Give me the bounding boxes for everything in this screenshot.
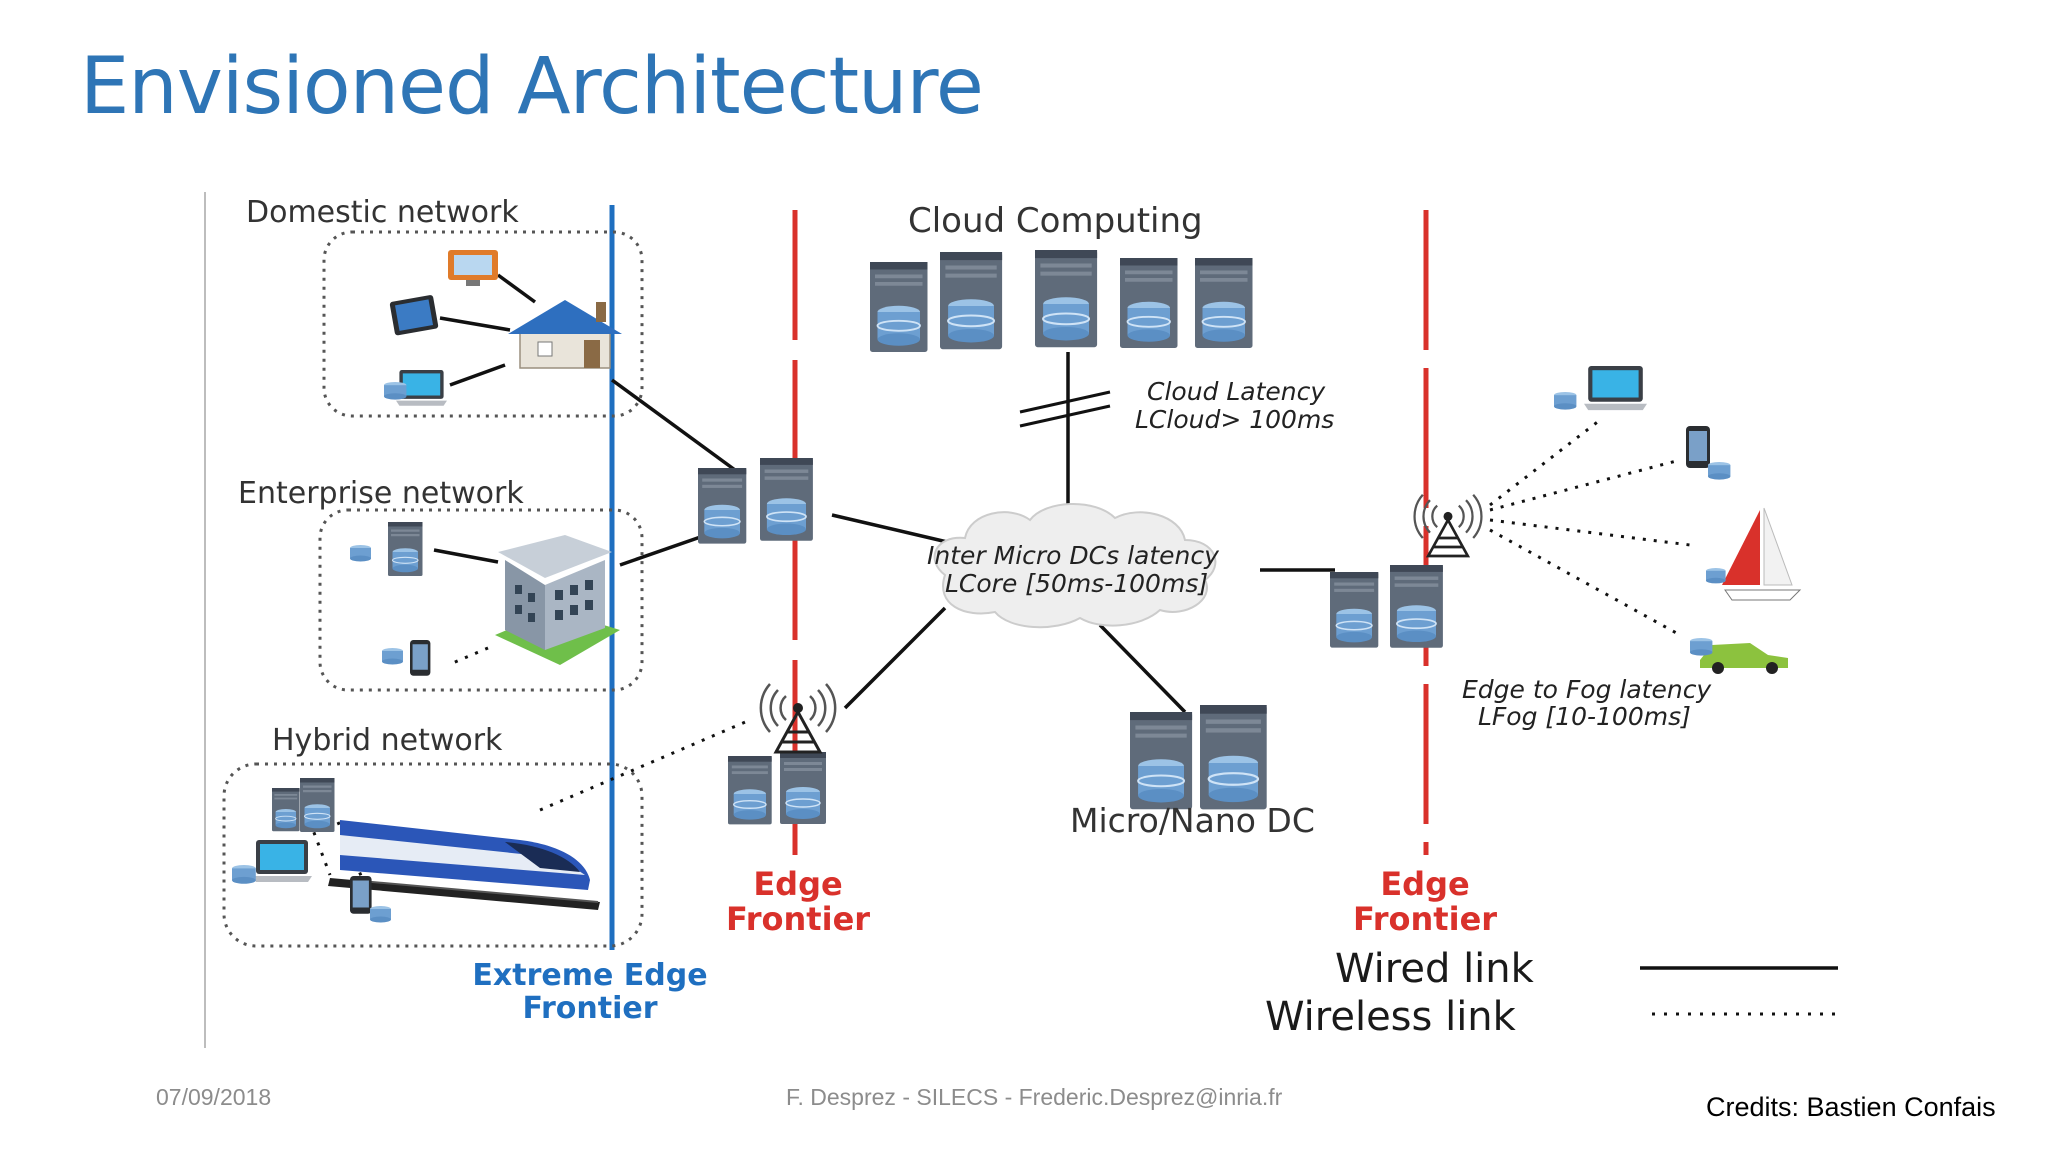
disk-icon xyxy=(1708,462,1731,480)
edge-frontier-left-line2: Frontier xyxy=(726,900,870,938)
car-icon xyxy=(1700,643,1788,674)
smartphone-icon xyxy=(350,876,372,914)
core-latency-line2: LCore [50ms-100ms] xyxy=(945,569,1208,598)
server-rack-icon xyxy=(271,777,336,833)
micro-nano-dc-label: Micro/Nano DC xyxy=(1070,801,1315,840)
legend-wired-label: Wired link xyxy=(1335,946,1535,992)
hybrid-network-label: Hybrid network xyxy=(272,723,503,758)
edge-fog-latency-line1: Edge to Fog latency xyxy=(1462,675,1712,704)
legend-wireless-label: Wireless link xyxy=(1265,994,1517,1040)
cloud-latency-line2: LCloud> 100ms xyxy=(1135,405,1334,434)
wired-links xyxy=(433,273,1335,714)
monitor-icon xyxy=(448,250,498,286)
disk-icon xyxy=(1690,638,1713,656)
edge-dc-right xyxy=(1329,564,1444,649)
laptop-icon xyxy=(1584,366,1647,411)
hybrid-network-box xyxy=(222,762,644,948)
train-icon xyxy=(328,820,600,910)
micro-nano-dc xyxy=(1128,703,1268,811)
footer-author: F. Desprez - SILECS - Frederic.Desprez@i… xyxy=(786,1084,1283,1110)
footer-date: 07/09/2018 xyxy=(156,1084,272,1110)
disk-icon xyxy=(1706,568,1726,584)
edge-frontier-left-line1: Edge xyxy=(753,865,842,903)
sailboat-icon xyxy=(1722,507,1802,601)
edge-dc-antenna xyxy=(727,751,827,826)
antenna-icon xyxy=(759,682,837,754)
disk-icon xyxy=(350,545,371,562)
disk-icon xyxy=(370,906,391,923)
smartphone-icon xyxy=(410,640,431,676)
slide-title: Envisioned Architecture xyxy=(80,42,984,132)
edge-frontier-right-line2: Frontier xyxy=(1353,900,1497,938)
legend: Wired link Wireless link xyxy=(1265,946,1838,1040)
smartphone-icon xyxy=(1686,426,1710,468)
laptop-icon xyxy=(252,840,312,882)
cloud-datacenter xyxy=(869,248,1254,353)
extreme-edge-frontier-line1: Extreme Edge xyxy=(472,958,707,993)
edge-frontier-right-line1: Edge xyxy=(1380,865,1469,903)
footer-credits: Credits: Bastien Confais xyxy=(1706,1092,1996,1122)
micro-dc-left xyxy=(697,457,814,545)
edge-fog-latency-line2: LFog [10-100ms] xyxy=(1478,702,1691,731)
core-cloud-icon xyxy=(933,502,1217,629)
house-icon xyxy=(508,300,622,369)
office-building-icon xyxy=(495,535,620,665)
extreme-edge-frontier-line2: Frontier xyxy=(522,991,657,1026)
disk-icon xyxy=(382,648,403,665)
enterprise-network-box xyxy=(318,508,644,692)
domestic-network-box xyxy=(322,230,644,418)
disk-icon xyxy=(232,865,256,884)
tablet-icon xyxy=(389,295,439,336)
core-latency-line1: Inter Micro DCs latency xyxy=(927,541,1220,570)
cloud-latency-line1: Cloud Latency xyxy=(1147,377,1326,406)
disk-icon xyxy=(1554,392,1577,410)
disk-icon xyxy=(384,382,407,400)
server-rack-icon xyxy=(387,521,424,577)
domestic-network-label: Domestic network xyxy=(246,195,519,230)
cloud-computing-label: Cloud Computing xyxy=(908,201,1203,241)
enterprise-network-label: Enterprise network xyxy=(238,476,524,511)
